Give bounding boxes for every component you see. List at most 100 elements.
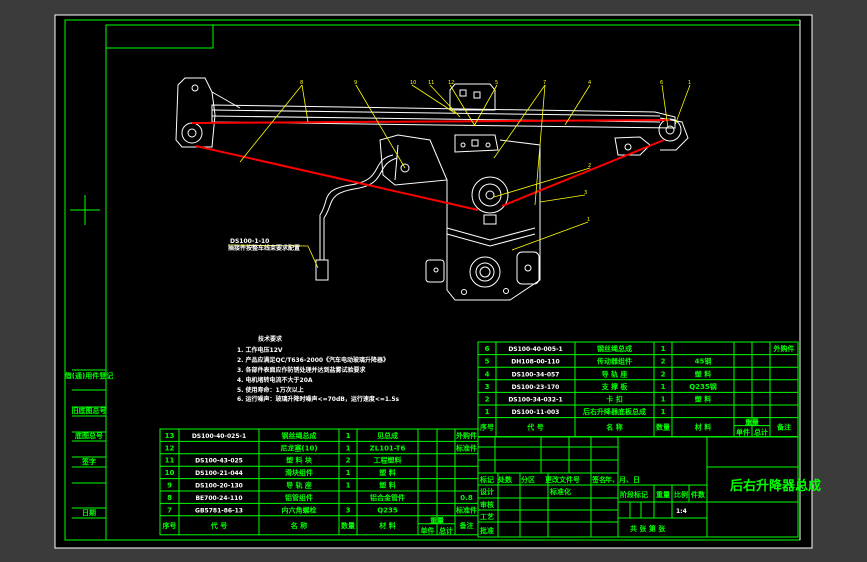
quantity: 2 <box>346 457 351 465</box>
column-header: 数量 <box>341 521 355 530</box>
part-name: 传动器组件 <box>596 357 632 366</box>
part-code: DS100-34-057 <box>512 371 560 378</box>
change-label: 分区 <box>521 475 535 484</box>
column-header: 单件 <box>421 526 435 535</box>
quantity: 3 <box>346 506 351 514</box>
material: 塑 料 <box>695 394 711 403</box>
material: 45钢 <box>695 357 712 366</box>
row-number: 6 <box>485 345 490 353</box>
column-header: 材 料 <box>694 423 711 432</box>
tech-req-line: 6. 运行噪声：玻璃升降时噪声<=70dB，运行速度<=1.5s <box>237 395 399 403</box>
stage-label: 阶段标记 <box>620 490 648 499</box>
part-code: DS100-23-170 <box>512 384 560 391</box>
row-number: 11 <box>165 457 175 465</box>
row-number: 5 <box>485 358 490 366</box>
column-header: 单件 <box>736 428 750 437</box>
change-label: 签名 <box>591 475 606 484</box>
connector-note: 插接件按整车线束要求配置 <box>228 244 300 252</box>
column-header: 序号 <box>162 521 177 530</box>
connector <box>315 259 329 281</box>
row-number: 2 <box>485 395 490 403</box>
part-code: DS100-20-130 <box>195 483 243 490</box>
guide-rail <box>211 104 676 129</box>
material: 铝合金管件 <box>370 493 405 502</box>
part-code: BE700-24-110 <box>195 495 242 502</box>
part-code: DS100-40-005-1 <box>508 346 562 353</box>
technical-requirements: 技术要求 1. 工作电压12V 2. 产品应满足QC/T636-2000《汽车电… <box>237 335 399 403</box>
tech-req-heading: 技术要求 <box>258 335 283 343</box>
tech-req-line: 4. 电机堵转电流不大于20A <box>237 376 313 384</box>
right-pulley <box>658 118 682 142</box>
remark: 标准件 <box>455 443 477 452</box>
code-box <box>105 24 214 49</box>
material: 见总成 <box>377 431 398 440</box>
quantity: 1 <box>346 444 351 452</box>
balloon-label: 1 <box>587 217 590 223</box>
quantity: 1 <box>346 469 351 477</box>
row-number: 7 <box>167 506 172 514</box>
scale-value: 1:4 <box>676 508 687 515</box>
part-name: 塑 料 块 <box>286 456 313 465</box>
part-code: DS100-34-032-1 <box>508 396 562 403</box>
balloon-label: 7 <box>543 80 546 86</box>
connector-label: DS100-1-10 <box>230 238 269 245</box>
material: Q235钢 <box>689 382 717 391</box>
row-number: 1 <box>485 408 490 416</box>
side-strip-label: 底图总号 <box>75 431 103 440</box>
part-name: 尼龙塞(10) <box>280 443 317 452</box>
window-regulator-drawing[interactable]: 8 9 10 11 12 5 7 4 6 1 2 3 1 DS100-1-10 … <box>175 77 691 301</box>
balloon-label: 4 <box>588 80 591 86</box>
sheet-label: 共 张 第 张 <box>630 524 666 533</box>
sign-label: 设计 <box>480 487 494 496</box>
part-name: 导 轨 座 <box>602 369 628 378</box>
tech-req-line: 2. 产品应满足QC/T636-2000《汽车电动玻璃升降器》 <box>237 356 389 364</box>
part-name: 钢丝绳总成 <box>282 431 317 440</box>
column-header: 重量 <box>430 516 444 525</box>
stage-label: 件数 <box>691 490 706 499</box>
balloon-label: 8 <box>300 80 303 86</box>
quantity: 1 <box>346 432 351 440</box>
row-number: 8 <box>167 494 172 502</box>
quantity: 2 <box>661 358 666 366</box>
row-number: 9 <box>167 482 172 490</box>
column-header: 总计 <box>754 428 768 437</box>
material: ZL101-T6 <box>370 444 406 452</box>
standardization-label: 标准化 <box>549 487 571 496</box>
balloon-label: 3 <box>584 190 587 196</box>
row-number: 4 <box>485 370 490 378</box>
part-code: DS100-40-025-1 <box>192 433 246 440</box>
side-strip-label: 签字 <box>81 457 96 466</box>
balloon-label: 12 <box>448 80 454 86</box>
part-code: DS100-43-025 <box>195 458 243 465</box>
part-name: 内六角螺栓 <box>282 505 317 514</box>
balloon-label: 2 <box>588 163 591 169</box>
balloon-label: 10 <box>410 80 416 86</box>
tech-req-line: 3. 各部件表面应作防锈处理并达到盐雾试验要求 <box>237 366 367 374</box>
title-block: 标记 处数 分区 更改文件号 签名 年、月、日 设计 审核 工艺 批准 标准化 … <box>477 436 821 538</box>
change-label: 标记 <box>479 475 494 484</box>
mounting-boss <box>469 256 501 288</box>
drawing-title: 后右升降器总成 <box>730 478 821 494</box>
side-strip-label: 借(通)用件登记 <box>64 371 113 380</box>
change-label: 更改文件号 <box>545 475 580 484</box>
balloon-label: 11 <box>428 80 434 86</box>
quantity: 1 <box>661 395 666 403</box>
stage-label: 比例 <box>674 490 688 499</box>
side-strip-label: 日期 <box>82 508 96 517</box>
drum <box>471 176 509 214</box>
material: 塑 料 <box>379 481 395 490</box>
row-number: 10 <box>165 469 175 477</box>
part-name: 滑块组件 <box>285 468 313 477</box>
column-header: 重量 <box>745 418 759 427</box>
row-number: 13 <box>165 432 175 440</box>
balloon-label: 9 <box>354 80 357 86</box>
column-header: 材 料 <box>378 521 395 530</box>
material: Q235 <box>377 506 398 514</box>
quantity: 2 <box>661 370 666 378</box>
tech-req-line: 5. 使用寿命：1万次以上 <box>237 386 304 394</box>
material: 塑 料 <box>379 468 395 477</box>
part-code: DS100-11-003 <box>512 409 560 416</box>
side-strip: 借(通)用件登记 旧底图总号 底图总号 签字 日期 <box>64 369 113 519</box>
